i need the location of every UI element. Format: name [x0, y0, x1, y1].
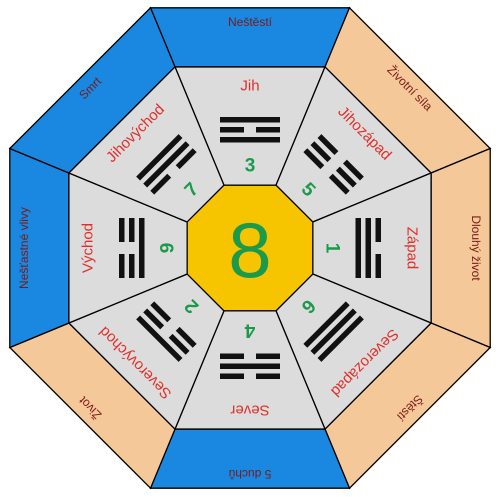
outer-label-e: Nešťastné vlivy: [17, 207, 31, 289]
yin-line-right: [375, 254, 381, 278]
yang-line: [220, 117, 280, 123]
sector-number-s: 3: [245, 156, 256, 177]
trigram-e: [119, 218, 145, 278]
yin-line-left: [303, 148, 325, 170]
yin-line-left: [119, 254, 125, 278]
trigram-se: [136, 134, 197, 195]
direction-label-e: Východ: [80, 223, 97, 273]
trigram-s: [220, 117, 280, 143]
yin-line-right: [335, 166, 357, 188]
trigram-nw: [303, 301, 364, 362]
yin-line-left: [129, 254, 135, 278]
trigram-ne: [136, 301, 197, 362]
yin-line-left: [220, 127, 244, 133]
yin-line-right: [119, 218, 125, 242]
yang-line: [220, 137, 280, 143]
yang-line: [143, 141, 190, 188]
sector-w: Dlouhý život Západ 1: [312, 147, 491, 349]
yang-line: [310, 308, 357, 355]
yang-line: [220, 363, 280, 369]
yin-line-left: [317, 134, 339, 156]
sector-number-w: 1: [322, 243, 343, 254]
yin-line-left: [375, 218, 381, 242]
sector-number-e: 9: [158, 243, 179, 254]
outer-label-n: 5 duchů: [229, 467, 272, 481]
yin-line-left: [150, 173, 172, 195]
outer-label-w: Dlouhý život: [469, 215, 483, 281]
yin-line-left: [310, 141, 332, 163]
yin-line-right: [220, 373, 244, 379]
yin-line-right: [220, 353, 244, 359]
yin-line-left: [256, 373, 280, 379]
sector-n: 5 duchů Sever 4: [149, 310, 351, 489]
yang-line: [365, 218, 371, 278]
center-number: 8: [228, 206, 271, 294]
yin-line-left: [175, 326, 197, 348]
yang-line: [139, 218, 145, 278]
yang-line: [317, 315, 364, 362]
yin-line-right: [256, 127, 280, 133]
yang-line: [303, 301, 350, 348]
yang-line: [355, 218, 361, 278]
yin-line-right: [328, 173, 350, 195]
yin-line-left: [168, 333, 190, 355]
trigram-w: [355, 218, 381, 278]
yang-line: [136, 315, 183, 362]
direction-label-s: Jih: [240, 78, 259, 95]
trigram-n: [220, 353, 280, 379]
yin-line-right: [143, 308, 165, 330]
yin-line-right: [150, 301, 172, 323]
yin-line-right: [129, 218, 135, 242]
yang-line: [136, 134, 183, 181]
outer-label-s: Neštěstí: [228, 15, 273, 29]
direction-label-w: Západ: [404, 227, 421, 270]
sector-number-n: 4: [244, 320, 255, 341]
trigram-sw: [303, 134, 364, 195]
yin-line-right: [175, 148, 197, 170]
sector-e: Nešťastné vlivy Východ 9: [9, 147, 188, 349]
direction-label-n: Sever: [230, 402, 269, 419]
yin-line-right: [342, 159, 364, 181]
yin-line-left: [256, 353, 280, 359]
center-octagon: [186, 184, 314, 312]
